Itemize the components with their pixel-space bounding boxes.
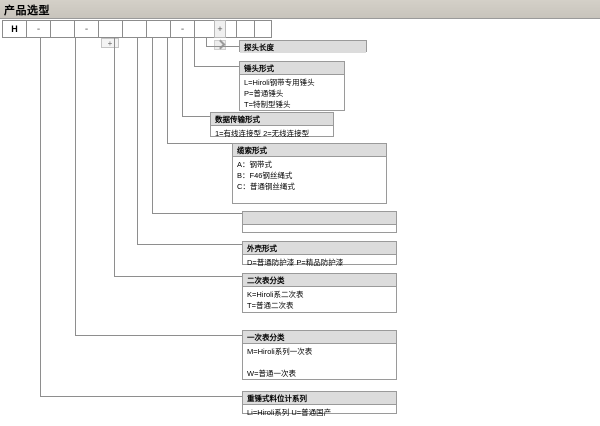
legend-line xyxy=(247,357,392,368)
leader-line-hammer-h xyxy=(194,66,239,67)
legend-line: D=普通防护漆 P=精品防护漆 xyxy=(247,257,344,267)
code-cell-11[interactable] xyxy=(254,20,272,38)
leader-line-series-h xyxy=(40,396,242,397)
legend-body-series: Li=Hiroli系列 U=普通国产 xyxy=(243,405,396,420)
legend-box-probe-length: 探头长度 xyxy=(239,40,367,53)
page-title: 产品选型 xyxy=(4,5,50,17)
legend-box-series: 重锤式料位计系列 Li=Hiroli系列 U=普通国产 xyxy=(242,391,397,417)
code-cell-1[interactable]: - xyxy=(26,20,50,38)
code-cell-5[interactable] xyxy=(122,20,146,38)
legend-line: A：钢带式 xyxy=(237,159,273,169)
resize-handle[interactable] xyxy=(214,40,226,50)
legend-line: 1=有线连接型 2=无线连接型 xyxy=(215,128,310,138)
legend-box-shell-type: 外壳形式 D=普通防护漆 P=精品防护漆 xyxy=(242,241,397,267)
legend-box-primary-meter: 一次表分类 M=Hiroli系列一次表 W=普通一次表 xyxy=(242,330,397,380)
leader-line-cable-v xyxy=(167,38,168,143)
expand-plus-button[interactable]: + xyxy=(214,20,226,38)
legend-line: P=普通锤头 xyxy=(244,88,284,98)
leader-line-cable-h xyxy=(167,143,232,144)
legend-box-data-transmission: 数据传输形式 1=有线连接型 2=无线连接型 xyxy=(210,112,334,138)
legend-body-secondary-meter: K=Hiroli系二次表 T=普通二次表 xyxy=(243,287,396,313)
legend-title-series: 重锤式料位计系列 xyxy=(243,392,396,405)
code-cell-10[interactable] xyxy=(236,20,254,38)
legend-body-cable-type: A：钢带式 B：F46钢丝绳式 C：普通钢丝绳式 xyxy=(233,157,386,194)
legend-title-probe-length: 探头长度 xyxy=(240,41,366,53)
legend-line: M=Hiroli系列一次表 xyxy=(247,346,313,356)
legend-title-data-transmission: 数据传输形式 xyxy=(211,113,333,126)
legend-line: T=普通二次表 xyxy=(247,300,294,310)
legend-line: Li=Hiroli系列 U=普通国产 xyxy=(247,407,332,417)
code-cell-8[interactable] xyxy=(194,20,218,38)
leader-line-probe-length-v xyxy=(206,38,207,46)
leader-line-hammer-v xyxy=(194,38,195,66)
leader-line-shell-h xyxy=(137,244,242,245)
code-cell-0[interactable]: H xyxy=(2,20,26,38)
leader-line-blank-h xyxy=(152,213,242,214)
leader-line-blank-v xyxy=(152,38,153,213)
legend-title-shell-type: 外壳形式 xyxy=(243,242,396,255)
legend-title-blank xyxy=(243,212,396,225)
leader-line-transmission-v xyxy=(182,38,183,116)
legend-body-blank xyxy=(243,225,396,240)
window-titlebar: 产品选型 xyxy=(0,0,600,19)
legend-line: L=Hiroli钢带专用锤头 xyxy=(244,77,315,87)
code-cell-7[interactable]: - xyxy=(170,20,194,38)
leader-line-series-v xyxy=(40,38,41,396)
expand-plus-badge[interactable]: + xyxy=(101,38,119,48)
legend-title-cable-type: 缆索形式 xyxy=(233,144,386,157)
legend-box-secondary-meter: 二次表分类 K=Hiroli系二次表 T=普通二次表 xyxy=(242,273,397,313)
legend-body-primary-meter: M=Hiroli系列一次表 W=普通一次表 xyxy=(243,344,396,381)
legend-body-hammer-type: L=Hiroli钢带专用锤头 P=普通锤头 T=特制型锤头 xyxy=(240,75,344,112)
leader-line-secondary-h xyxy=(114,276,242,277)
leader-line-transmission-h xyxy=(182,116,210,117)
legend-line xyxy=(247,227,392,238)
legend-title-secondary-meter: 二次表分类 xyxy=(243,274,396,287)
legend-line: B：F46钢丝绳式 xyxy=(237,170,293,180)
code-cell-4[interactable] xyxy=(98,20,122,38)
leader-line-primary-v xyxy=(75,38,76,335)
legend-title-hammer-type: 锤头形式 xyxy=(240,62,344,75)
legend-box-cable-type: 缆索形式 A：钢带式 B：F46钢丝绳式 C：普通钢丝绳式 xyxy=(232,143,387,204)
legend-line: K=Hiroli系二次表 xyxy=(247,289,304,299)
legend-body-data-transmission: 1=有线连接型 2=无线连接型 xyxy=(211,126,333,141)
legend-line: T=特制型锤头 xyxy=(244,99,291,109)
legend-box-blank xyxy=(242,211,397,233)
leader-line-shell-v xyxy=(137,38,138,244)
code-cell-3[interactable]: - xyxy=(74,20,98,38)
leader-line-primary-h xyxy=(75,335,242,336)
leader-line-secondary-v xyxy=(114,38,115,276)
legend-title-primary-meter: 一次表分类 xyxy=(243,331,396,344)
legend-line: C：普通钢丝绳式 xyxy=(237,181,295,191)
legend-body-shell-type: D=普通防护漆 P=精品防护漆 xyxy=(243,255,396,270)
code-cell-2[interactable] xyxy=(50,20,74,38)
leader-line-probe-length-h xyxy=(206,46,239,47)
legend-line: W=普通一次表 xyxy=(247,368,296,378)
legend-box-hammer-type: 锤头形式 L=Hiroli钢带专用锤头 P=普通锤头 T=特制型锤头 xyxy=(239,61,345,111)
code-cell-6[interactable] xyxy=(146,20,170,38)
product-code-row: H - - - xyxy=(2,20,272,38)
